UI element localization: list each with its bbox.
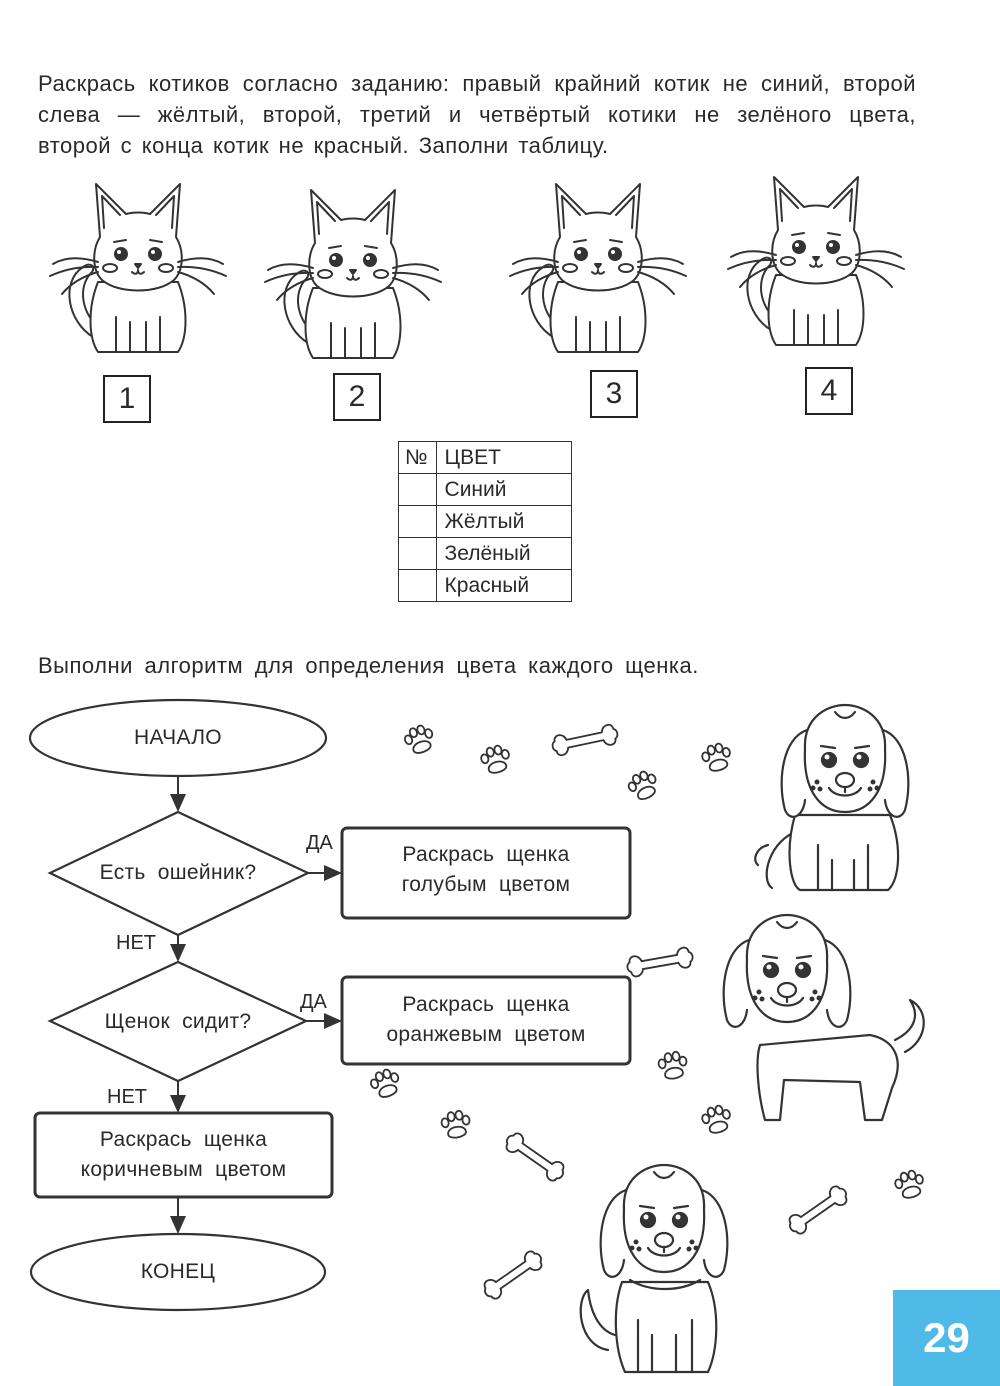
number-cell[interactable] <box>398 569 437 602</box>
task1-instruction: Раскрась котиков согласно заданию: правы… <box>38 71 916 158</box>
action-blue-line1: Раскрась щенка <box>402 843 570 866</box>
color-cell: Жёлтый <box>435 505 572 538</box>
color-cell: Красный <box>435 569 572 602</box>
color-table: № ЦВЕТ Синий Жёлтый Зелёный Красный <box>398 441 572 602</box>
table-row: Зелёный <box>398 537 572 570</box>
number-cell[interactable] <box>398 473 437 506</box>
header-number: № <box>398 441 437 474</box>
cat-number-1: 1 <box>103 375 151 423</box>
action-orange-line1: Раскрась щенка <box>402 993 570 1016</box>
no-label-1: НЕТ <box>116 932 156 954</box>
puppy-1 <box>754 703 910 892</box>
cat-4 <box>727 176 905 346</box>
action-orange <box>340 975 632 1066</box>
table-row: Жёлтый <box>398 505 572 538</box>
cat-number-4: 4 <box>805 367 853 415</box>
number-cell[interactable] <box>398 537 437 570</box>
cat-1 <box>49 183 227 353</box>
task2-instruction: Выполни алгоритм для определения цвета к… <box>38 653 699 678</box>
table-row: Синий <box>398 473 572 506</box>
yes-label-1: ДА <box>306 832 333 854</box>
flowchart-arrows <box>170 776 342 1234</box>
action-brown-line1: Раскрась щенка <box>99 1128 268 1151</box>
header-color: ЦВЕТ <box>435 441 572 474</box>
start-label: НАЧАЛО <box>134 726 222 749</box>
question-sitting: Щенок сидит? <box>104 1010 252 1033</box>
table-row: Красный <box>398 569 572 602</box>
cat-number-2: 2 <box>333 373 381 421</box>
number-cell[interactable] <box>398 505 437 538</box>
cat-number-3: 3 <box>590 370 638 418</box>
cat-2 <box>264 189 442 359</box>
color-cell: Синий <box>435 473 572 506</box>
yes-label-2: ДА <box>300 991 327 1013</box>
flowchart-shapes <box>28 698 632 1312</box>
end-label: КОНЕЦ <box>140 1260 216 1283</box>
cat-3 <box>509 183 687 353</box>
action-brown-line2: коричневым цветом <box>80 1158 287 1181</box>
page-number: 29 <box>893 1290 1000 1386</box>
action-brown <box>33 1111 334 1199</box>
puppy-3 <box>579 1163 729 1374</box>
action-orange-line2: оранжевым цветом <box>386 1023 586 1046</box>
color-cell: Зелёный <box>435 537 572 570</box>
puppy-2 <box>722 913 925 1122</box>
action-blue <box>340 826 632 920</box>
question-collar: Есть ошейник? <box>99 861 257 884</box>
no-label-2: НЕТ <box>107 1086 147 1108</box>
end-oval <box>29 1232 327 1312</box>
table-header-row: № ЦВЕТ <box>398 441 572 474</box>
action-blue-line2: голубым цветом <box>401 873 571 896</box>
